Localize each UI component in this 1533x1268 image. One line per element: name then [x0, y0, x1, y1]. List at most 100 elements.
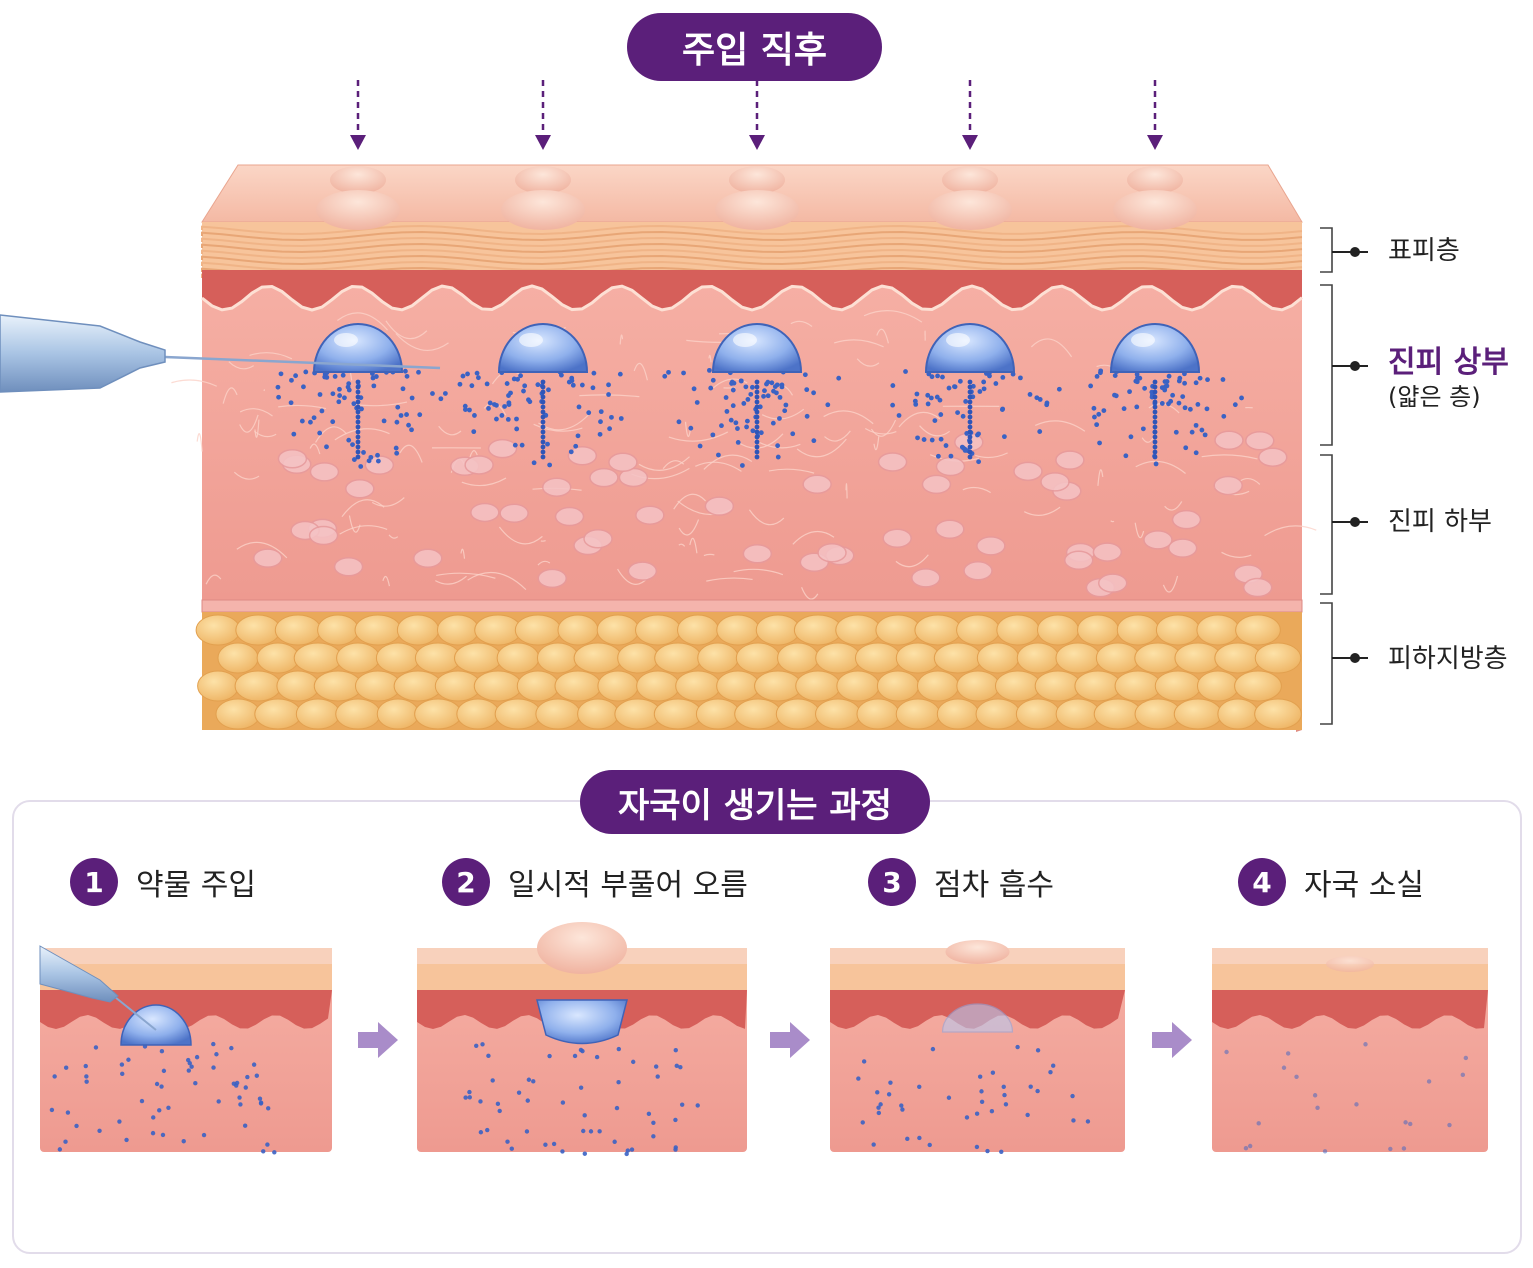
fat-cell: [254, 698, 302, 730]
drug-particle: [710, 432, 716, 438]
fat-cell: [496, 642, 540, 674]
drug-particle: [519, 442, 525, 448]
drug-particle: [301, 384, 306, 390]
drug-particle: [925, 392, 931, 398]
drug-particle: [1000, 375, 1006, 380]
dermis-cell: [1097, 573, 1128, 593]
drug-particle: [913, 401, 919, 407]
arrow-right-icon: [1152, 1022, 1192, 1058]
drug-particle: [211, 1041, 216, 1047]
drug-particle: [540, 434, 546, 440]
drug-particle: [616, 1080, 621, 1085]
drug-particle: [735, 426, 740, 431]
drug-particle: [915, 435, 920, 441]
drug-particle: [1092, 414, 1097, 420]
drug-particle: [139, 1098, 145, 1104]
drug-particle: [754, 439, 760, 445]
drug-particle: [467, 1089, 472, 1095]
fat-cell: [755, 614, 801, 646]
drug-particle: [754, 429, 760, 435]
drug-particle: [741, 401, 747, 406]
drug-particle: [731, 380, 737, 386]
drug-particle: [993, 381, 999, 386]
surface-bump: [316, 190, 400, 230]
drug-particle: [361, 450, 366, 455]
drug-particle: [666, 369, 671, 375]
drug-particle: [825, 402, 831, 408]
drug-particle: [1426, 1079, 1432, 1084]
drug-particle: [582, 1151, 588, 1156]
drug-particle: [597, 431, 603, 437]
dermis-cell: [413, 548, 443, 569]
fat-cell: [836, 670, 880, 702]
layer-bracket: [1320, 454, 1333, 595]
fat-cell: [994, 670, 1042, 702]
drug-particle: [967, 444, 973, 450]
drug-particle: [524, 1129, 530, 1134]
drug-particle: [214, 1052, 219, 1057]
fat-cell: [1016, 642, 1060, 674]
collagen-fiber: [796, 438, 847, 458]
drug-particle: [1159, 401, 1165, 406]
collagen-fiber: [662, 460, 685, 469]
drug-particle: [730, 403, 736, 409]
arrow-right-icon: [358, 1022, 398, 1058]
fat-cell: [1154, 670, 1202, 702]
collagen-fiber: [1034, 420, 1086, 432]
drug-particle: [929, 374, 935, 380]
drug-particle: [504, 381, 510, 386]
drug-particle: [1000, 406, 1006, 412]
drug-particle: [940, 374, 945, 380]
drug-particle: [1128, 434, 1134, 440]
bleb-highlight: [1131, 333, 1155, 347]
fat-cell: [876, 670, 920, 702]
collagen-fiber: [222, 387, 238, 404]
drug-particle: [161, 1068, 167, 1074]
dermis-cell: [1242, 577, 1273, 598]
drug-particle: [518, 373, 523, 379]
step-label: 일시적 부풀어 오름: [508, 868, 748, 903]
drug-particle: [967, 419, 973, 425]
collagen-fiber: [436, 572, 496, 579]
drug-particle: [1101, 408, 1107, 413]
drug-particle: [291, 431, 297, 437]
drug-particle: [257, 1096, 263, 1101]
drug-particle: [337, 386, 342, 392]
drug-particle: [346, 437, 352, 443]
drug-particle: [540, 424, 546, 430]
dermis-cell: [817, 543, 847, 563]
drug-bleb: [497, 323, 589, 373]
fat-cell: [875, 614, 921, 646]
drug-particle: [355, 444, 361, 450]
drug-particle: [120, 1071, 125, 1077]
drug-particle: [724, 409, 730, 414]
drug-particle: [471, 429, 477, 435]
drug-particle: [1403, 1120, 1408, 1125]
drug-particle: [1256, 1121, 1261, 1126]
drug-particle: [744, 424, 749, 430]
drug-particle: [651, 1134, 656, 1139]
dermis-cell: [882, 528, 912, 548]
drug-particle: [967, 384, 973, 390]
drug-particle: [1097, 440, 1102, 446]
drug-particle: [738, 378, 744, 384]
drug-particle: [1166, 373, 1172, 379]
fat-cell: [716, 614, 760, 646]
drug-particle: [783, 402, 789, 408]
drug-particle: [265, 1142, 270, 1147]
fat-cell: [895, 642, 941, 674]
drug-particle: [754, 424, 760, 430]
dermis-cell: [345, 479, 375, 499]
drug-particle: [952, 384, 958, 390]
collagen-fiber: [348, 515, 361, 533]
drug-particle: [1152, 449, 1158, 455]
fat-cell: [354, 614, 402, 646]
drug-particle: [540, 384, 546, 390]
drug-particle: [861, 1059, 867, 1064]
drug-particle: [525, 1098, 530, 1103]
drug-particle: [373, 374, 379, 379]
drug-bleb: [536, 999, 628, 1045]
drug-particle: [551, 1141, 557, 1147]
drug-particle: [126, 1057, 131, 1062]
layer-label-lower-dermis: 진피 하부: [1388, 507, 1492, 537]
